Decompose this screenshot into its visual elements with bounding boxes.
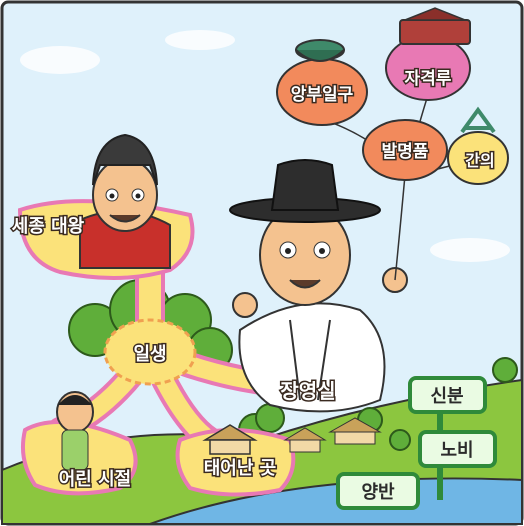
life-center-blob — [103, 318, 197, 386]
king-label: 세종 대왕 — [12, 216, 85, 237]
birthplace-area — [175, 424, 296, 497]
balloon-water-clock: 자격루 — [385, 7, 471, 101]
clouds — [20, 30, 510, 262]
balloon-inventions: 발명품 — [362, 119, 448, 181]
childhood-area — [21, 391, 138, 496]
birthplace-label: 태어난 곳 — [204, 458, 277, 479]
balloon-armillary: 간의 — [447, 106, 509, 185]
sundial-label: 앙부일구 — [291, 85, 354, 105]
king-sejong — [17, 133, 195, 281]
noble-label: 양반 — [361, 482, 395, 503]
armillary-label: 간의 — [465, 151, 494, 170]
status-label: 신분 — [430, 386, 463, 407]
childhood-label: 어린 시절 — [59, 469, 132, 490]
center-label: 일생 — [133, 344, 166, 365]
village-houses — [283, 417, 382, 453]
balloon-sundial: 앙부일구 — [276, 39, 368, 126]
jang-yeong-sil — [229, 159, 408, 413]
person-label: 장영실 — [280, 379, 335, 403]
slave-label: 노비 — [440, 440, 473, 461]
status-signs: 신분 노비 양반 — [336, 376, 497, 510]
water-clock-label: 자격루 — [405, 69, 452, 89]
inventions-label: 발명품 — [382, 142, 429, 162]
